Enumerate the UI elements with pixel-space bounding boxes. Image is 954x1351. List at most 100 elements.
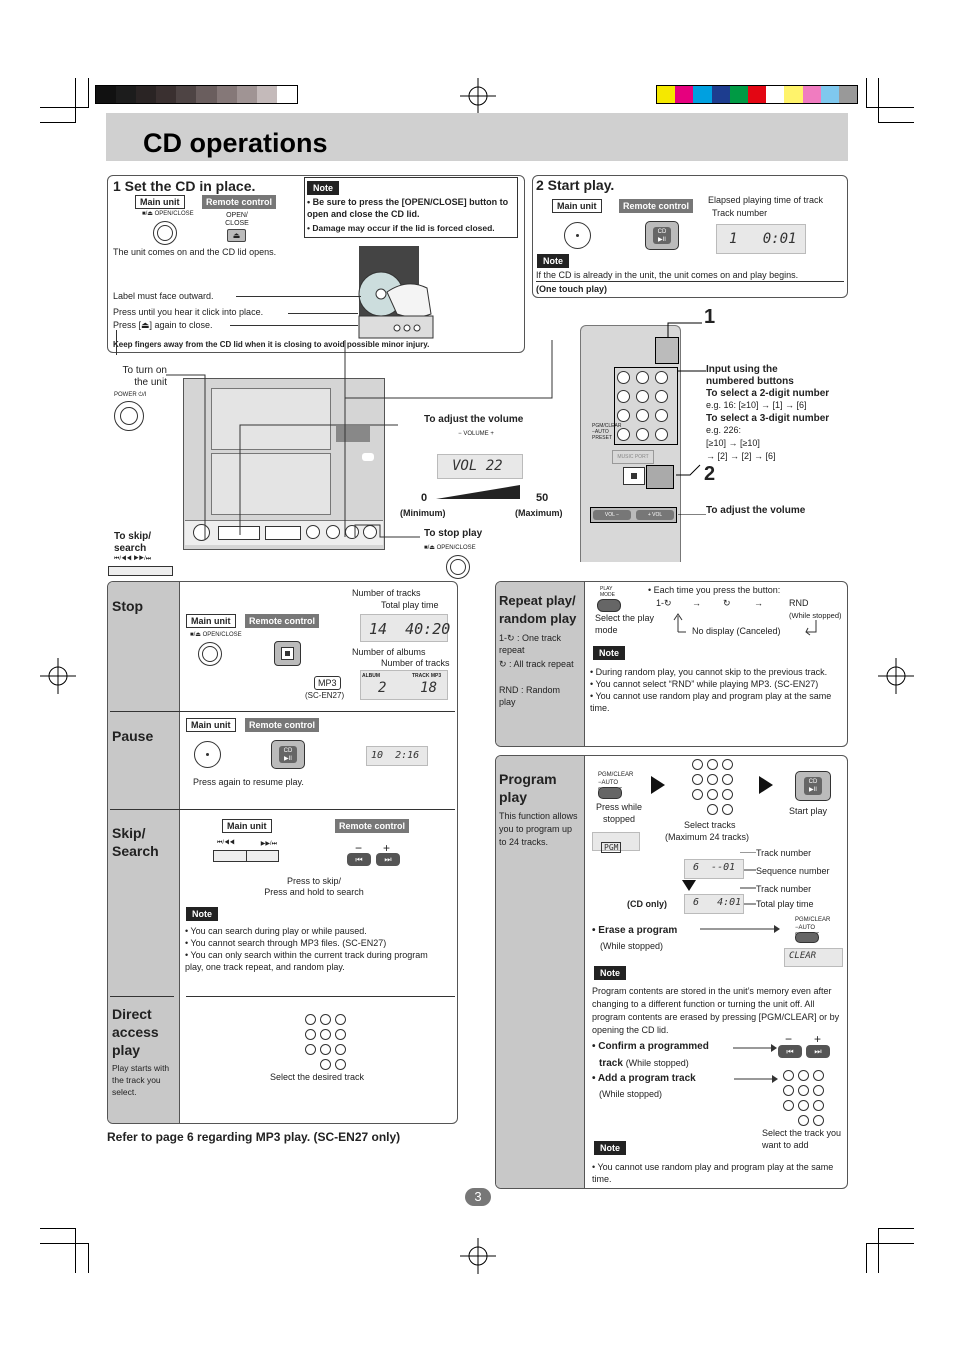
program-lcd-2: 6 4:01 bbox=[684, 894, 744, 914]
number-button[interactable] bbox=[722, 804, 733, 815]
pause-remote-button[interactable]: CD▶II bbox=[271, 740, 305, 769]
number-button[interactable] bbox=[305, 1014, 316, 1025]
remote-vol-up[interactable]: + VOL bbox=[636, 510, 674, 520]
remote-open-close-button[interactable]: ⏏ bbox=[227, 229, 246, 242]
number-button[interactable] bbox=[783, 1100, 794, 1111]
confirm-label: • Confirm a programmed bbox=[592, 1041, 709, 1052]
number-button[interactable] bbox=[707, 789, 718, 800]
number-button[interactable] bbox=[692, 759, 703, 770]
number-button[interactable] bbox=[722, 789, 733, 800]
remote-play-highlight[interactable] bbox=[646, 465, 674, 489]
number-button[interactable] bbox=[636, 428, 649, 441]
confirm-forward-button[interactable]: ⏭ bbox=[806, 1045, 830, 1058]
number-button[interactable] bbox=[636, 390, 649, 403]
remote-vol-down[interactable]: VOL − bbox=[593, 510, 631, 520]
skip-buttons-pair[interactable] bbox=[108, 566, 173, 576]
remote-stop-button[interactable] bbox=[623, 467, 645, 485]
confirm-minus: − bbox=[785, 1032, 793, 1046]
unit-skip-buttons[interactable] bbox=[265, 526, 301, 540]
number-button[interactable] bbox=[722, 759, 733, 770]
plus-label: + bbox=[383, 841, 391, 855]
confirm-back-button[interactable]: ⏮ bbox=[778, 1045, 802, 1058]
number-button[interactable] bbox=[707, 774, 718, 785]
left-side-column bbox=[108, 582, 179, 1123]
number-button[interactable] bbox=[798, 1070, 809, 1081]
number-button[interactable] bbox=[813, 1085, 824, 1096]
number-button[interactable] bbox=[636, 409, 649, 422]
pgm-lcd-text: PGM bbox=[601, 842, 622, 853]
number-button[interactable] bbox=[320, 1044, 331, 1055]
vol-min-label: (Minimum) bbox=[400, 508, 446, 518]
main-unit-tag: Main unit bbox=[135, 195, 185, 209]
remote-pgm-clear[interactable]: PGM/CLEAR −AUTO PRESET bbox=[592, 423, 622, 441]
number-button[interactable] bbox=[798, 1085, 809, 1096]
erase-pgm-button[interactable] bbox=[795, 932, 819, 943]
program-play-button[interactable]: CD▶II bbox=[795, 771, 831, 801]
skip-main-buttons[interactable] bbox=[213, 850, 279, 862]
remote-music-port[interactable]: MUSIC PORT bbox=[612, 450, 654, 464]
number-button[interactable] bbox=[335, 1029, 346, 1040]
stop-open-close-button[interactable] bbox=[446, 555, 470, 579]
note-label: Note bbox=[186, 907, 218, 921]
number-button[interactable] bbox=[335, 1044, 346, 1055]
skip-back-button[interactable]: ⏮ bbox=[347, 853, 371, 866]
cd-play-button-remote[interactable]: CD▶II bbox=[645, 221, 679, 250]
number-button[interactable] bbox=[305, 1044, 316, 1055]
open-close-button[interactable] bbox=[153, 221, 177, 245]
number-button[interactable] bbox=[335, 1014, 346, 1025]
stop-btn-label: ■/⏏ OPEN/CLOSE bbox=[424, 545, 476, 551]
remote-control-tag: Remote control bbox=[202, 195, 277, 209]
arrow-line bbox=[733, 1044, 777, 1052]
number-button[interactable] bbox=[655, 409, 668, 422]
number-button[interactable] bbox=[813, 1115, 824, 1126]
cd-play-button-main[interactable] bbox=[564, 222, 591, 249]
indicator bbox=[362, 453, 374, 461]
remote-open-close-highlight[interactable] bbox=[655, 337, 679, 364]
number-button[interactable] bbox=[617, 371, 630, 384]
number-button[interactable] bbox=[335, 1059, 346, 1070]
main-unit-tag: Main unit bbox=[222, 819, 272, 833]
number-button[interactable] bbox=[636, 371, 649, 384]
number-button[interactable] bbox=[722, 774, 733, 785]
pgm-clear-button[interactable] bbox=[598, 787, 622, 799]
number-button[interactable] bbox=[707, 804, 718, 815]
number-button[interactable] bbox=[813, 1100, 824, 1111]
stop-title: Stop bbox=[112, 598, 144, 614]
unit-volume-buttons[interactable] bbox=[218, 526, 260, 540]
unit-stop-button[interactable] bbox=[326, 525, 340, 539]
press-while-stopped: Press while stopped bbox=[595, 802, 642, 824]
number-button[interactable] bbox=[692, 774, 703, 785]
confirm-label-2: track (While stopped) bbox=[599, 1057, 689, 1070]
play-mode-button[interactable] bbox=[597, 599, 621, 612]
repeat-notes: • During random play, you cannot skip to… bbox=[590, 666, 844, 714]
power-button[interactable] bbox=[114, 401, 144, 431]
skip-forward-button[interactable]: ⏭ bbox=[376, 853, 400, 866]
number-button[interactable] bbox=[617, 390, 630, 403]
number-button[interactable] bbox=[655, 428, 668, 441]
warning-text: Keep fingers away from the CD lid when i… bbox=[113, 340, 430, 349]
number-button[interactable] bbox=[655, 371, 668, 384]
number-button[interactable] bbox=[617, 428, 630, 441]
note-text-2: • Damage may occur if the lid is forced … bbox=[307, 223, 495, 233]
stop-lcd: 14 40:20 bbox=[360, 614, 450, 642]
number-button[interactable] bbox=[783, 1070, 794, 1081]
number-button[interactable] bbox=[707, 759, 718, 770]
number-button[interactable] bbox=[798, 1100, 809, 1111]
number-button[interactable] bbox=[655, 390, 668, 403]
stop-main-button[interactable] bbox=[198, 642, 222, 666]
number-button[interactable] bbox=[320, 1029, 331, 1040]
number-button[interactable] bbox=[813, 1070, 824, 1081]
number-button[interactable] bbox=[617, 409, 630, 422]
number-button[interactable] bbox=[783, 1085, 794, 1096]
one-touch-label: (One touch play) bbox=[536, 284, 608, 294]
unit-selector-button[interactable] bbox=[306, 525, 320, 539]
number-button[interactable] bbox=[305, 1029, 316, 1040]
number-button[interactable] bbox=[320, 1059, 331, 1070]
number-button[interactable] bbox=[798, 1115, 809, 1126]
number-button[interactable] bbox=[320, 1014, 331, 1025]
stop-remote-button[interactable] bbox=[274, 641, 301, 666]
pause-main-button[interactable] bbox=[194, 741, 221, 768]
number-button[interactable] bbox=[692, 789, 703, 800]
unit-power-button[interactable] bbox=[193, 524, 210, 541]
side-divider bbox=[179, 582, 180, 1123]
